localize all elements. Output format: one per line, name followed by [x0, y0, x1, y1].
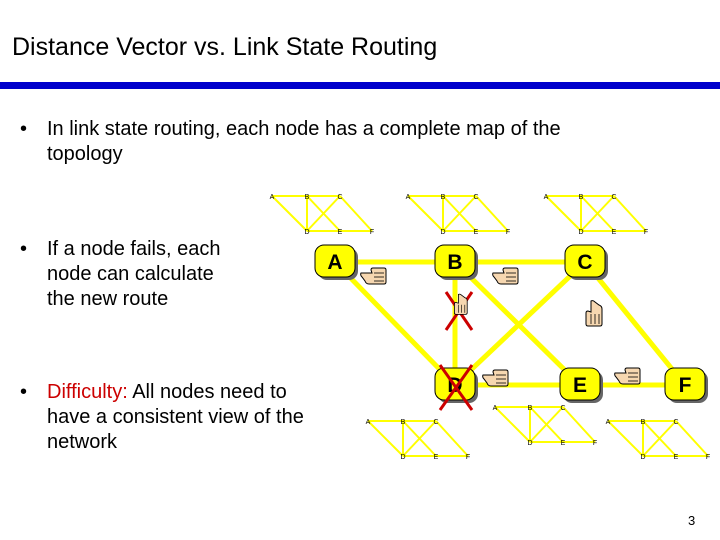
bullet-line: Difficulty: All nodes need to: [47, 380, 370, 405]
mini-map-link: [545, 195, 582, 232]
mini-map-label: A: [493, 405, 498, 412]
link-c-f: [583, 260, 687, 387]
mini-map-link: [402, 420, 437, 457]
mini-map-label: C: [673, 419, 678, 426]
mini-map-label: D: [578, 229, 583, 236]
pointing-hand-icon: [614, 367, 641, 385]
mini-map-label: B: [641, 419, 646, 426]
mini-map-link: [562, 406, 596, 443]
difficulty-label: Difficulty:: [47, 381, 128, 403]
mini-map-label: E: [561, 440, 566, 447]
bullet-line: In link state routing, each node has a c…: [47, 118, 561, 140]
node-label: E: [573, 374, 587, 397]
mini-map-label: F: [593, 440, 597, 447]
mini-map-label: E: [434, 454, 439, 461]
mini-map-label: D: [400, 454, 405, 461]
mini-map-label: C: [611, 194, 616, 201]
bullet-symbol: •: [20, 238, 28, 260]
mini-map-link: [407, 195, 444, 232]
mini-map-link: [494, 406, 531, 443]
mini-map: A B C D E F: [406, 194, 510, 236]
mini-map-label: B: [528, 405, 533, 412]
mini-map-link: [607, 420, 644, 457]
mini-map-link: [475, 195, 509, 232]
mini-map-link: [442, 195, 477, 232]
bullet-line: topology: [47, 143, 123, 165]
bullet-difficulty: • Difficulty: All nodes need to have a c…: [20, 380, 370, 455]
mini-map-link: [339, 195, 373, 232]
mini-map-label: E: [474, 229, 479, 236]
node-f: F: [664, 367, 708, 403]
mini-map-link: [675, 420, 709, 457]
mini-map-label: B: [579, 194, 584, 201]
mini-map-label: A: [270, 194, 275, 201]
mini-map-label: C: [337, 194, 342, 201]
title-underline: [0, 82, 720, 89]
bullet-line: have a consistent view of the: [47, 406, 304, 428]
mini-topology-maps: A B C D E F A B C D E F A B C D E F A B C D E F A B C D E F A B C D E F: [270, 194, 710, 461]
mini-map-label: C: [433, 419, 438, 426]
mini-map-label: E: [674, 454, 679, 461]
bullet-symbol: •: [20, 381, 28, 403]
mini-map-link: [529, 406, 564, 443]
mini-map-link: [642, 420, 677, 457]
mini-map: A B C D E F: [606, 419, 710, 461]
node-label: F: [679, 374, 692, 397]
mini-map-label: C: [473, 194, 478, 201]
mini-map: A B C D E F: [544, 194, 648, 236]
mini-map-label: B: [401, 419, 406, 426]
node-label: C: [577, 251, 592, 274]
node-label: A: [327, 251, 342, 274]
mini-map-label: D: [640, 454, 645, 461]
node-b: B: [434, 244, 478, 280]
mini-map-label: B: [441, 194, 446, 201]
mini-map-label: B: [305, 194, 310, 201]
mini-map-label: D: [527, 440, 532, 447]
mini-map: A B C D E F: [493, 405, 597, 447]
mini-map-label: F: [466, 454, 470, 461]
mini-map-label: E: [338, 229, 343, 236]
bullet-line: network: [47, 431, 118, 453]
mini-map-label: F: [644, 229, 648, 236]
node-a: A: [314, 244, 358, 280]
mini-map-label: F: [506, 229, 510, 236]
mini-map-label: D: [440, 229, 445, 236]
mini-map-label: D: [304, 229, 309, 236]
failed-node-cross: [438, 364, 474, 411]
node-e: E: [559, 367, 603, 403]
pointing-hand-icon: [585, 300, 603, 327]
pointing-hand-icon: [492, 267, 519, 285]
bullet-line: If a node fails, each: [47, 238, 221, 260]
node-c: C: [564, 244, 608, 280]
mini-map-link: [435, 420, 469, 457]
mini-map-link: [580, 195, 615, 232]
bullet-link-state-map: • In link state routing, each node has a…: [20, 117, 700, 167]
bullet-symbol: •: [20, 118, 28, 140]
difficulty-text: All nodes need to: [127, 381, 287, 403]
mini-map-link: [271, 195, 308, 232]
mini-map-link: [306, 195, 341, 232]
pointing-hand-icon: [360, 267, 387, 285]
mini-map-label: A: [406, 194, 411, 201]
bullet-line: the new route: [47, 288, 169, 310]
mini-map: A B C D E F: [366, 419, 470, 461]
mini-map-label: F: [370, 229, 374, 236]
slide-title: Distance Vector vs. Link State Routing: [12, 33, 438, 61]
mini-map-link: [613, 195, 647, 232]
mini-map-label: A: [606, 419, 611, 426]
link-c-d: [453, 260, 587, 387]
link-a-d: [333, 260, 457, 387]
mini-map-label: E: [612, 229, 617, 236]
bullet-node-fails: • If a node fails, each node can calcula…: [20, 237, 280, 312]
bullet-line: node can calculate: [47, 263, 214, 285]
mini-map-label: A: [544, 194, 549, 201]
slide-number: 3: [688, 513, 696, 528]
mini-map-label: A: [366, 419, 371, 426]
node-label: B: [447, 251, 462, 274]
mini-map: A B C D E F: [270, 194, 374, 236]
mini-map-label: F: [706, 454, 710, 461]
mini-map-label: C: [560, 405, 565, 412]
mini-map-link: [367, 420, 404, 457]
